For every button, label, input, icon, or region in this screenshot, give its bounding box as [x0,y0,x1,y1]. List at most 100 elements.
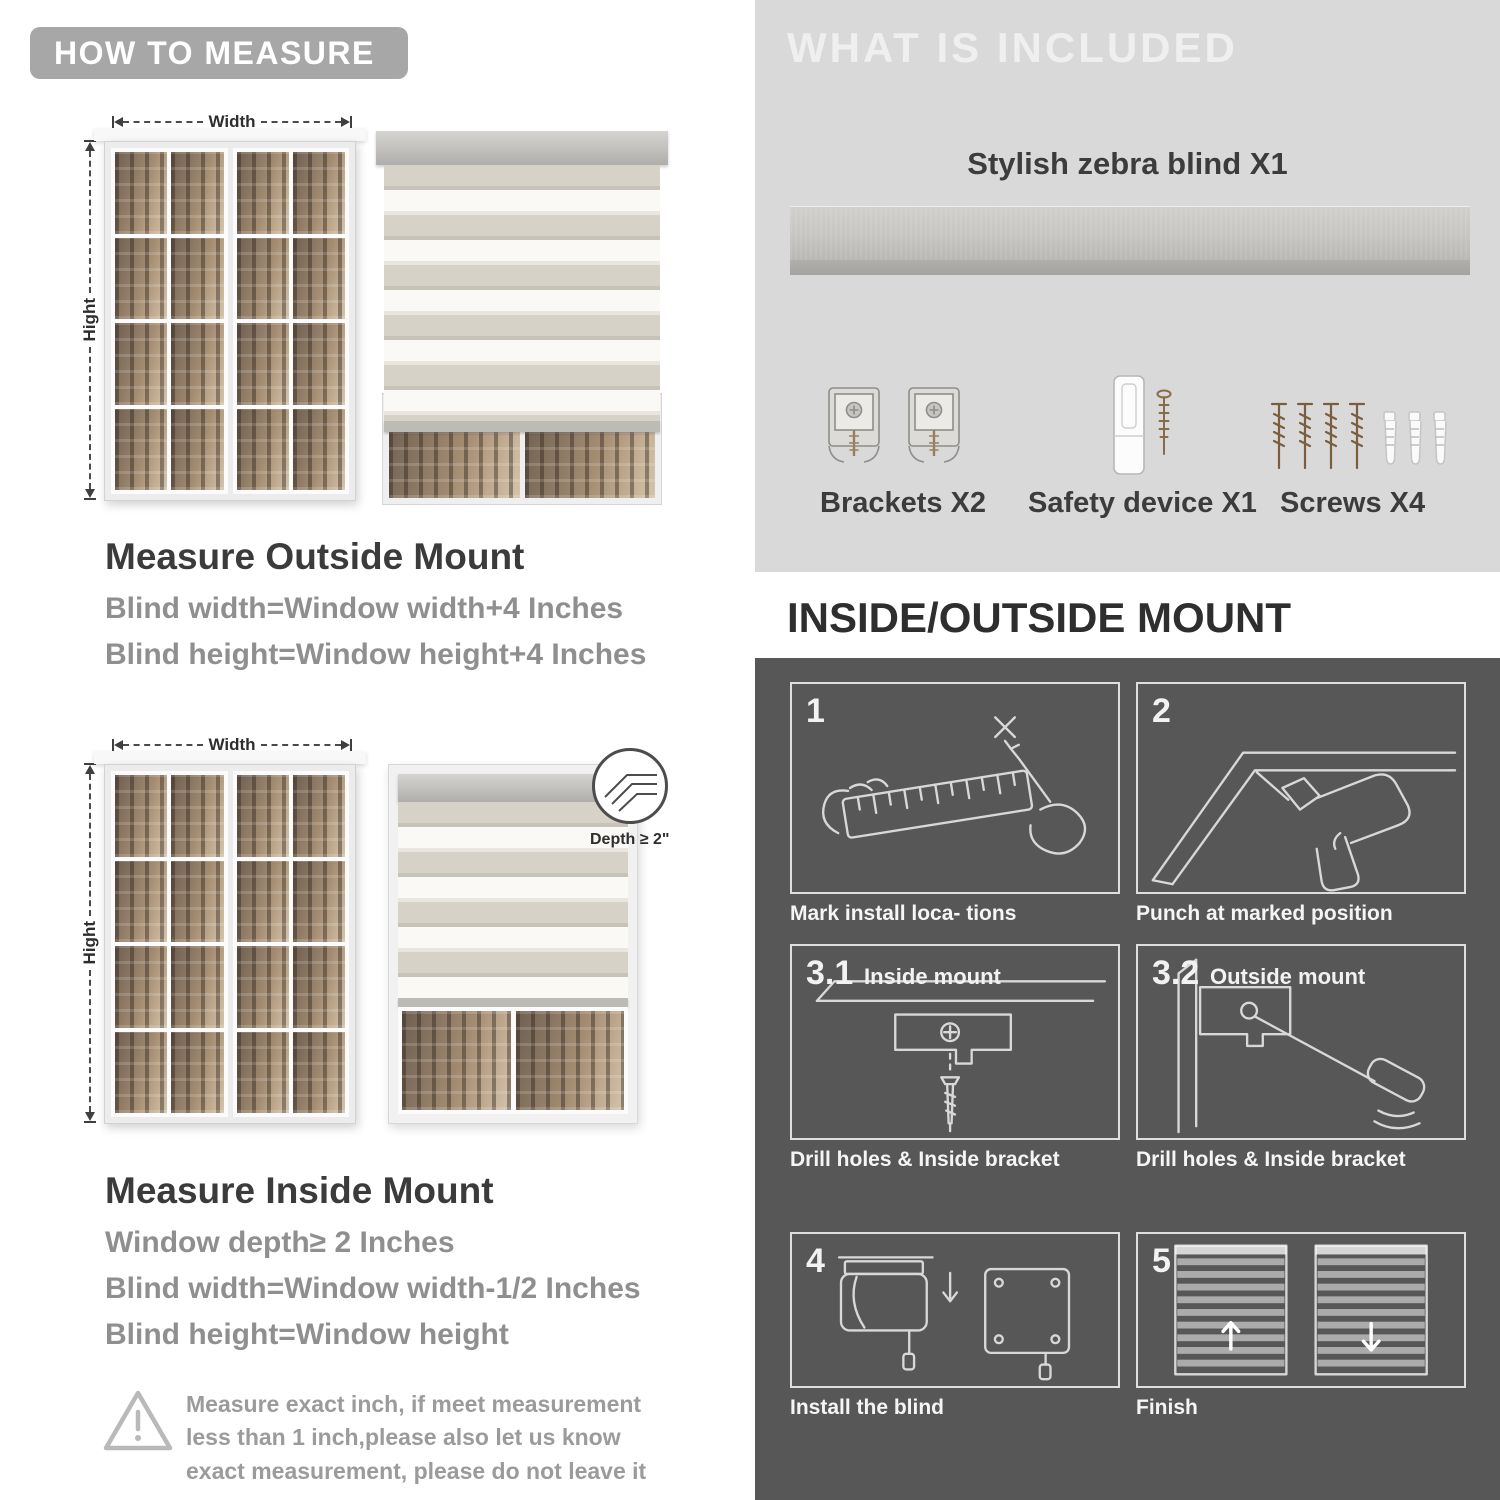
step-3-1-box: 3.1 Inside mount [790,944,1120,1140]
arrow-tick [84,763,96,765]
dashed-line [260,121,341,123]
width-label: Width [203,735,261,755]
what-is-included-header: WHAT IS INCLUDED [787,24,1238,71]
inside-mount-heading: Measure Inside Mount [105,1170,494,1211]
included-section-background [755,0,1500,572]
arrow-tick [350,116,352,128]
arrowhead-left-icon [114,117,123,127]
dashed-line [89,774,91,917]
step-4-box: 4 [790,1232,1120,1388]
step-3-1-illustration [815,980,1107,1133]
safety-device-label: Safety device X1 [1028,487,1257,519]
arrow-tick [350,739,352,751]
step-3-2-box: 3.2 Outside mount [1136,944,1466,1140]
window-corner-icon [604,774,657,812]
screws-icon [1270,402,1447,470]
arrow-tick [84,140,96,142]
window-pane [402,1011,511,1110]
step-4-number: 4 [806,1242,825,1280]
zebra-blind-fabric [398,802,628,998]
step-2-illustration [1151,751,1457,892]
step-1-caption: Mark install loca- tions [790,902,1017,925]
bracket-icon [908,387,960,463]
height-label: Hight [80,293,100,347]
window-sash [232,771,349,1117]
blind-headrail [398,774,628,802]
zebra-blind-headrail-image [790,206,1470,275]
window-lintel [94,128,366,141]
step-4-caption: Install the blind [790,1396,945,1419]
arrowhead-left-icon [114,740,123,750]
arrowhead-right-icon [341,740,350,750]
window-under-blind [398,1007,628,1114]
height-arrow-inside: Hight [80,763,100,1123]
inside-mount-line2: Blind width=Window width-1/2 Inches [105,1272,641,1305]
dashed-line [123,744,204,746]
step-5-box: 5 [1136,1232,1466,1388]
width-arrow-inside: Width [112,735,352,755]
dashed-line [89,969,91,1112]
zebra-blind-fabric [384,165,660,421]
width-arrow-outside: Width [112,112,352,132]
safety-device-icon [1113,375,1172,475]
dashed-line [89,346,91,489]
arrowhead-down-icon [85,1112,95,1121]
depth-label: Depth ≥ 2" [590,831,670,848]
measurement-warning-text: Measure exact inch, if meet measurement … [186,1391,647,1484]
outside-mount-line1: Blind width=Window width+4 Inches [105,592,624,625]
blind-illustration-outside [376,131,668,505]
step-2-number: 2 [1152,692,1171,730]
step-3-1-caption: Drill holes & Inside bracket [790,1148,1060,1171]
blind-bottom-rail [384,421,660,432]
width-label: Width [203,112,261,132]
inside-mount-line3: Blind height=Window height [105,1318,509,1351]
window-illustration-inside [104,764,356,1124]
dashed-line [123,121,204,123]
brackets-label: Brackets X2 [820,487,987,519]
arrowhead-up-icon [85,142,95,151]
dashed-line [89,151,91,294]
bracket-icon [828,387,880,463]
arrowhead-up-icon [85,765,95,774]
step-1-number: 1 [806,692,825,730]
step-5-illustration [1174,1244,1428,1376]
blind-bottom-rail [398,998,628,1007]
inside-outside-mount-title: INSIDE/OUTSIDE MOUNT [787,594,1292,641]
step-3-2-illustration [1177,958,1426,1134]
step-3-2-number: 3.2 [1152,954,1200,992]
step-5-caption: Finish [1136,1396,1198,1419]
height-label: Hight [80,916,100,970]
window-illustration-outside [104,141,356,501]
arrow-tick [84,498,96,500]
arrowhead-right-icon [341,117,350,127]
window-sash [232,148,349,494]
how-to-measure-header: HOW TO MEASURE [30,27,408,79]
outside-mount-line2: Blind height=Window height+4 Inches [105,638,647,671]
window-pane [515,1011,624,1110]
step-3-2-label: Outside mount [1210,964,1366,989]
step-2-box: 2 [1136,682,1466,894]
dashed-line [260,744,341,746]
screws-label: Screws X4 [1280,487,1426,519]
window-lintel [94,751,366,764]
warning-icon [103,1390,173,1451]
arrow-tick [84,1121,96,1123]
outside-mount-heading: Measure Outside Mount [105,536,525,577]
mount-steps-section [755,658,1500,1500]
step-3-1-label: Inside mount [864,964,1001,989]
depth-detail-circle [592,748,668,824]
inside-mount-line1: Window depth≥ 2 Inches [105,1226,455,1259]
height-arrow-outside: Hight [80,140,100,500]
step-4-illustration [837,1256,1071,1381]
window-sash [111,148,228,494]
window-sash [111,771,228,1117]
zebra-blind-label: Stylish zebra blind X1 [967,146,1288,181]
step-3-1-number: 3.1 [806,954,854,992]
step-5-number: 5 [1152,1242,1171,1280]
arrowhead-down-icon [85,489,95,498]
arrow-tick [112,739,114,751]
step-3-2-caption: Drill holes & Inside bracket [1136,1148,1406,1171]
arrow-tick [112,116,114,128]
step-2-caption: Punch at marked position [1136,902,1393,925]
step-1-box: 1 [790,682,1120,894]
